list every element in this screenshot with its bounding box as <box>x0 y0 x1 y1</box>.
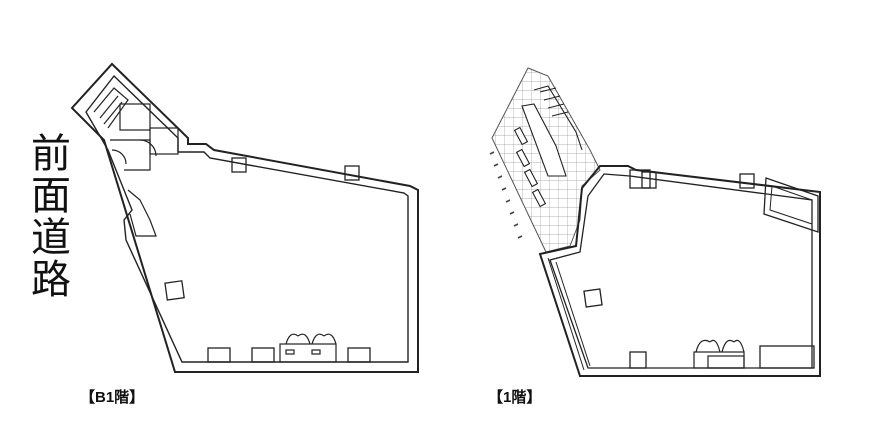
1f-facade-glazing <box>547 257 591 371</box>
b1-stair-core <box>93 87 179 237</box>
b1-floor-plan <box>70 62 419 373</box>
b1-inner-wall <box>85 74 409 363</box>
1f-outer-wall <box>538 165 821 377</box>
1f-entrance-doors <box>693 339 745 369</box>
1f-columns <box>629 169 815 369</box>
1f-inner-wall <box>549 173 813 369</box>
b1-columns <box>207 157 371 363</box>
1f-stair <box>513 85 583 208</box>
floor-label-1f: 【1階】 <box>488 389 542 406</box>
1f-display-window-inner <box>769 185 813 225</box>
1f-floor-plan <box>489 67 821 377</box>
1f-square-marker <box>583 288 603 308</box>
b1-entrance-doors <box>279 333 337 363</box>
1f-terrace-edge-marks <box>489 151 523 239</box>
floor-label-b1: 【B1階】 <box>80 389 145 406</box>
b1-square-marker <box>164 280 185 301</box>
road-label: 前面道路 <box>24 132 70 300</box>
1f-display-window <box>763 177 819 233</box>
b1-outer-wall <box>70 62 419 373</box>
